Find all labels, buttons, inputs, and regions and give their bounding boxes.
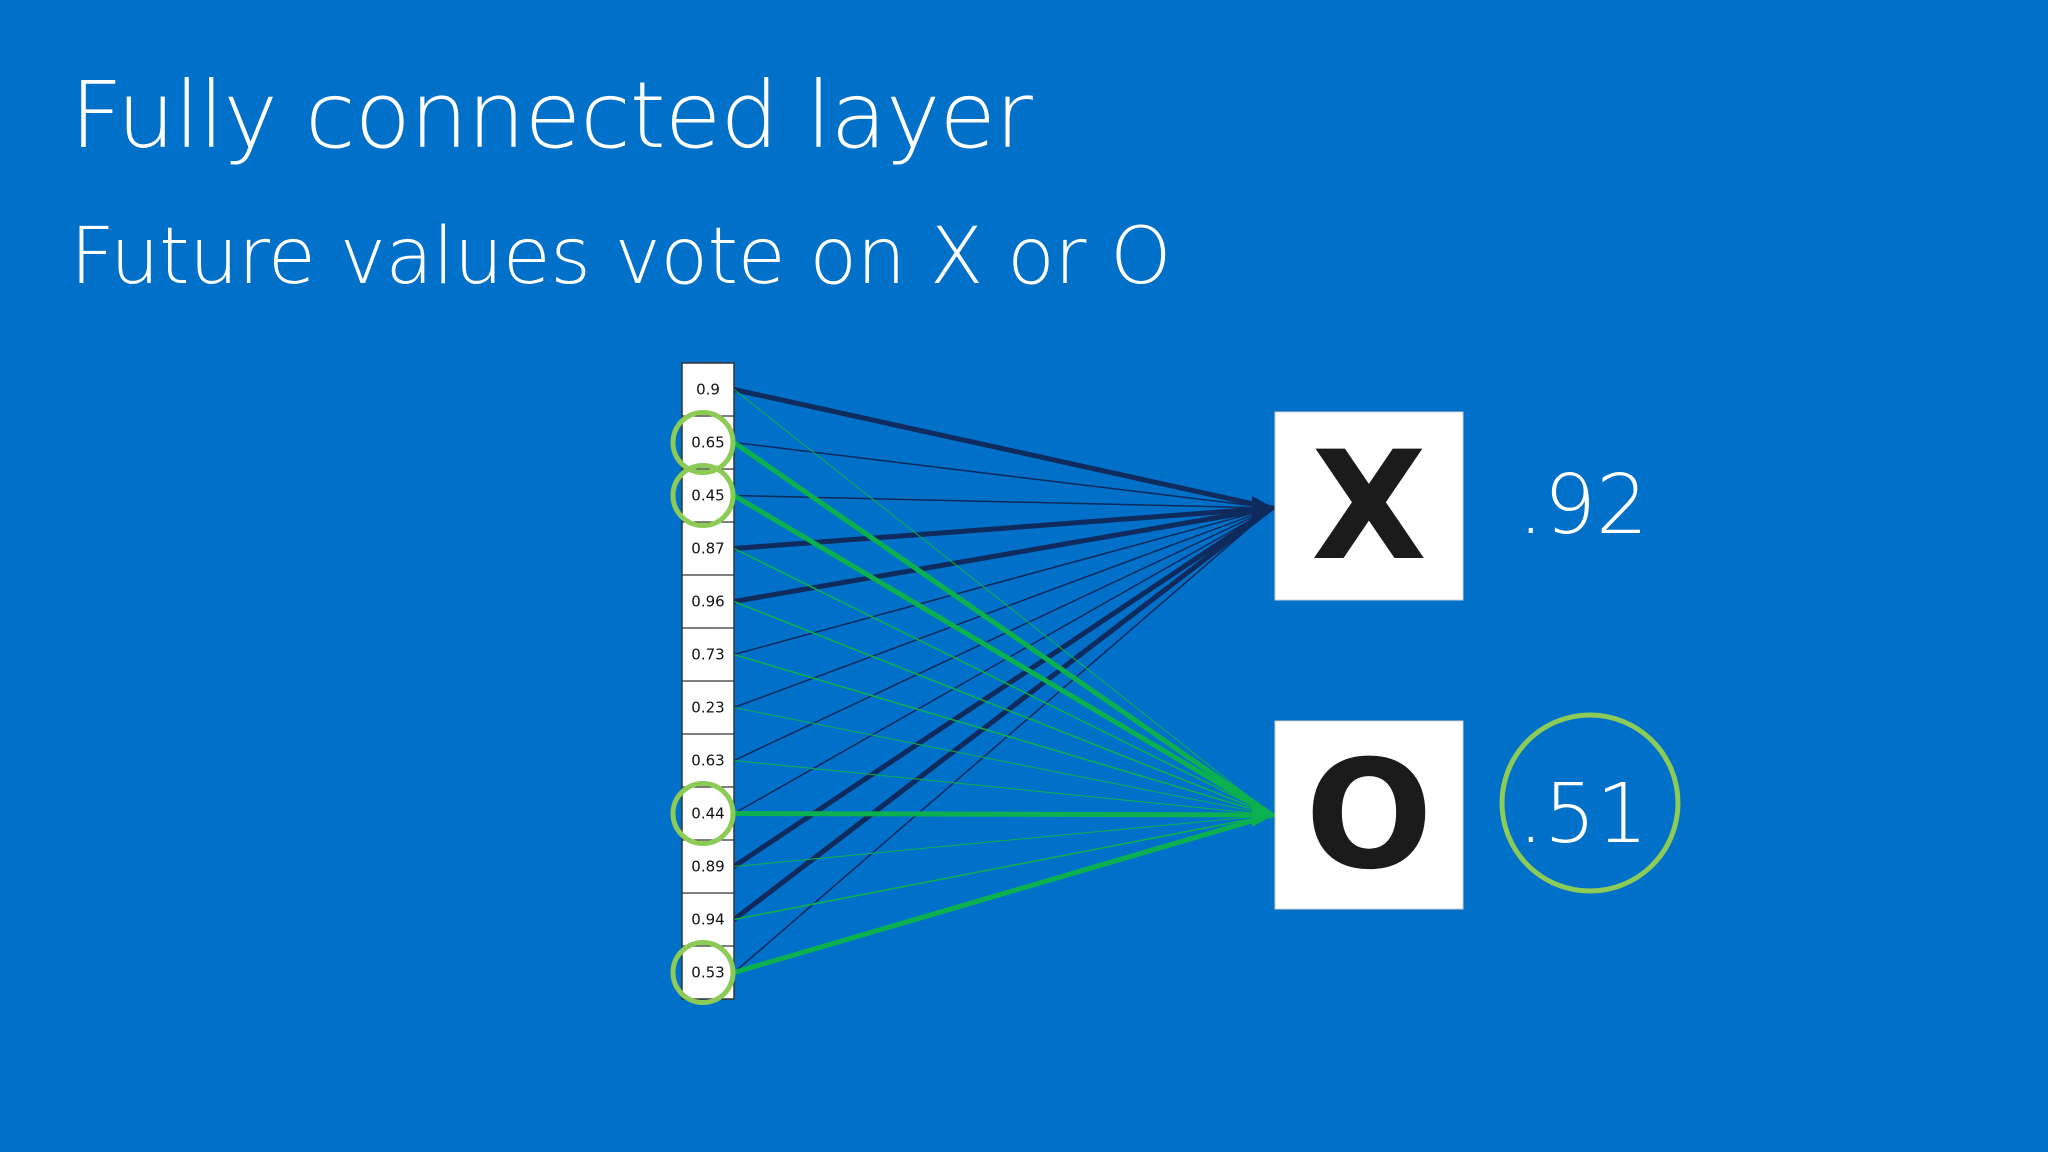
o-connection-edge	[733, 814, 1273, 867]
feature-value-label: 0.96	[691, 593, 724, 611]
o-connection-edge	[731, 493, 1275, 818]
highlight-ring	[670, 781, 736, 846]
o-connection-edge	[733, 760, 1273, 816]
feature-value-label: 0.65	[691, 434, 724, 452]
feature-value-label: 0.73	[691, 646, 724, 664]
highlight-ring	[670, 410, 736, 475]
x-connection-edge	[731, 387, 1275, 511]
x-connection-edge	[731, 505, 1275, 551]
slide-title: Fully connected layer	[70, 62, 1033, 169]
highlight-rings	[670, 410, 736, 1005]
highlight-ring	[670, 463, 736, 528]
output-box-o	[1274, 720, 1464, 910]
x-connection-edge	[731, 505, 1275, 869]
x-connection-edge	[733, 494, 1273, 509]
output-score-x: .92	[1518, 458, 1648, 553]
output-nodes: X .92O .51	[1274, 411, 1681, 910]
o-connection-edge	[733, 547, 1273, 816]
output-score-o: .51	[1518, 767, 1648, 862]
feature-value-label: 0.45	[691, 487, 724, 505]
o-connection-edge	[733, 389, 1273, 816]
feature-value-label: 0.44	[691, 805, 724, 823]
feature-value-label: 0.89	[691, 858, 724, 876]
output-letter-x: X	[1311, 420, 1427, 594]
x-connection-edge	[733, 507, 1273, 815]
x-connection-edge	[733, 507, 1273, 709]
x-connection-edge	[733, 507, 1273, 762]
x-connection-edge	[731, 505, 1275, 922]
o-connection-edge	[733, 600, 1273, 816]
o-arrowhead	[1252, 803, 1274, 827]
o-connection-edge	[733, 814, 1273, 921]
output-box-x	[1274, 411, 1464, 601]
x-connection-edge	[733, 507, 1273, 974]
x-connection-edge	[733, 441, 1273, 509]
o-connection-edge	[731, 812, 1275, 975]
o-connections	[731, 389, 1275, 975]
feature-value-label: 0.53	[691, 964, 724, 982]
feature-value-label: 0.87	[691, 540, 724, 558]
o-connection-edge	[733, 653, 1273, 816]
o-connection-edge	[731, 811, 1275, 818]
score-highlight-ring	[1499, 712, 1681, 894]
slide-subtitle: Future values vote on X or O	[70, 212, 1172, 302]
x-connection-edge	[733, 507, 1273, 656]
o-connection-edge	[733, 707, 1273, 816]
feature-value-label: 0.94	[691, 911, 724, 929]
x-connections	[731, 387, 1275, 974]
o-connection-edge	[731, 440, 1275, 818]
output-letter-o: O	[1305, 729, 1433, 903]
feature-value-label: 0.63	[691, 752, 724, 770]
x-connection-edge	[731, 505, 1275, 604]
x-arrowhead	[1252, 496, 1274, 520]
feature-value-label: 0.23	[691, 699, 724, 717]
feature-value-label: 0.9	[696, 381, 720, 399]
highlight-ring	[670, 940, 736, 1005]
